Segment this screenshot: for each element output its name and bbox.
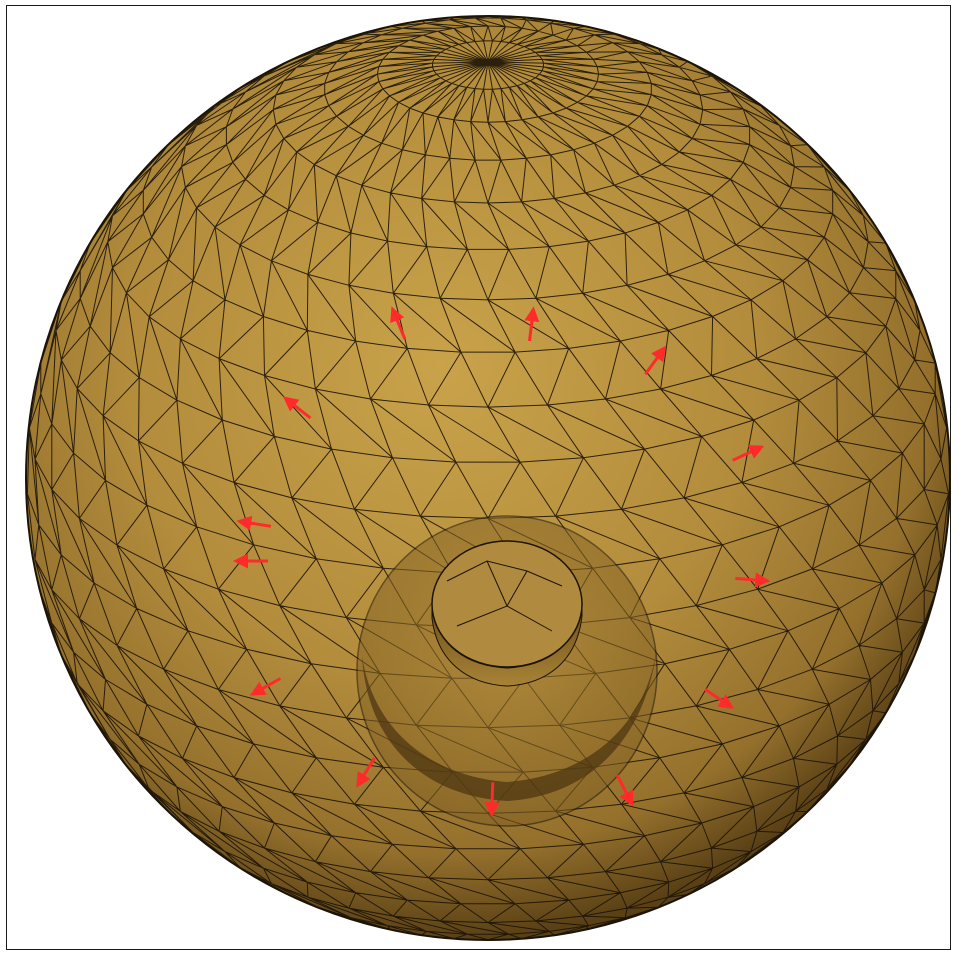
arrow-icon <box>524 306 540 342</box>
sphere-body <box>25 15 951 941</box>
arrow-icon <box>356 757 376 788</box>
viewport-frame <box>6 5 951 950</box>
arrow-icon <box>732 445 765 462</box>
arrow-icon <box>282 396 312 420</box>
arrow-icon <box>704 688 734 709</box>
arrow-icon <box>236 515 272 531</box>
arrow-icon <box>735 572 771 588</box>
mesh-edges <box>26 16 950 940</box>
arrow-icon <box>390 306 407 340</box>
arrow-icon <box>484 782 500 818</box>
recess-inner-wall <box>362 646 657 801</box>
boss-top <box>431 540 583 668</box>
velocity-arrows <box>233 306 771 818</box>
arrow-icon <box>615 774 634 807</box>
arrow-icon <box>644 345 666 375</box>
central-boss <box>431 540 583 687</box>
mesh-wireframe <box>26 16 950 940</box>
arrow-icon <box>249 677 282 696</box>
mesh-viewport <box>25 15 951 941</box>
